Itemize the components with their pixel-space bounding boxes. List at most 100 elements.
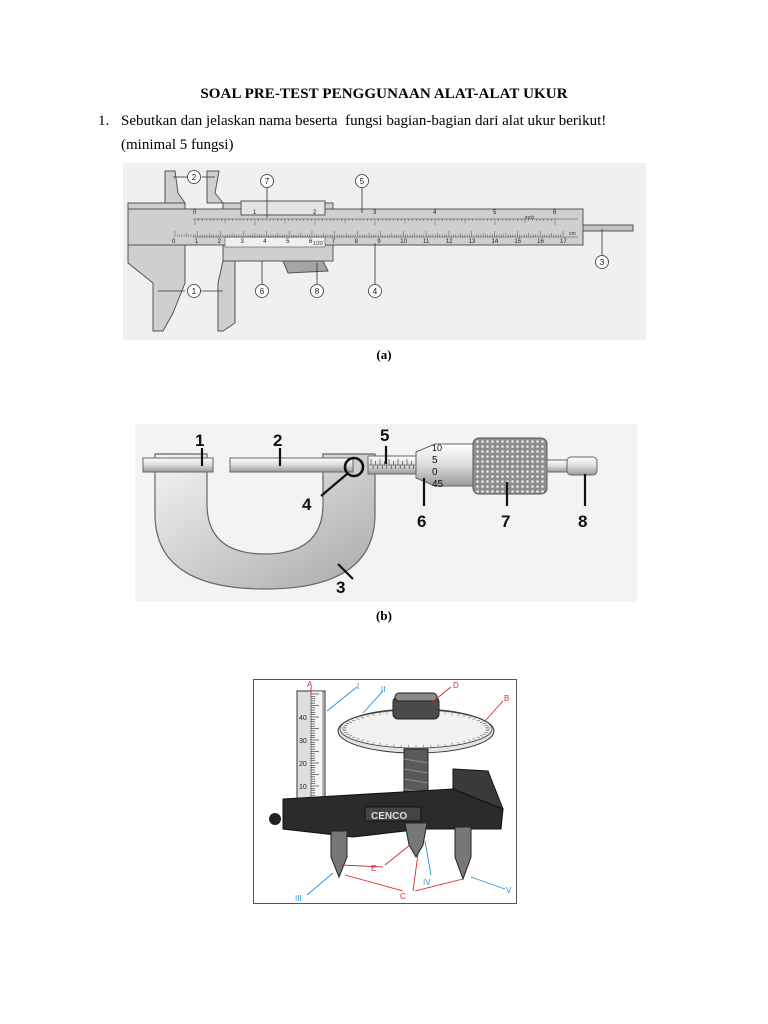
caliper-cm-number: 15 xyxy=(514,239,521,245)
caliper-ticks xyxy=(174,219,564,237)
caliper-cm-number: 10 xyxy=(400,239,407,245)
caliper-callout-4: 4 xyxy=(373,287,378,296)
spherometer-scale-number: 30 xyxy=(299,738,307,745)
caliper-inside-jaw-movable xyxy=(206,170,225,204)
spherometer-center-tip xyxy=(404,822,428,858)
caliper-callout-3: 3 xyxy=(600,258,605,267)
caliper-callout-circle xyxy=(255,284,269,298)
caliper-cm-number: 9 xyxy=(377,239,381,245)
question-subtext: (minimal 5 fungsi) xyxy=(121,137,234,153)
spherometer-scale-number: 20 xyxy=(299,761,307,768)
caliper-callout-circle xyxy=(187,284,201,298)
caliper-cm-number: 2 xyxy=(218,239,222,245)
caliper-callout-6: 6 xyxy=(260,287,265,296)
thimble-number-5: 5 xyxy=(432,455,438,466)
spherometer-label-A: A xyxy=(307,680,313,689)
micrometer-callout-2: 2 xyxy=(273,431,282,450)
spherometer-label-D: D xyxy=(453,681,459,690)
spherometer-brand: CENCO xyxy=(371,811,407,822)
caliper-inch-number: 4 xyxy=(433,210,437,216)
micrometer-callout-7: 7 xyxy=(501,512,510,531)
question-text: Sebutkan dan jelaskan nama beserta fungs… xyxy=(121,113,607,129)
caliper-cm-number: 11 xyxy=(423,239,430,245)
question-number: 1. xyxy=(98,113,110,129)
micrometer-callout-1: 1 xyxy=(195,431,204,450)
caliper-slider-lower xyxy=(222,244,334,262)
caliper-cm-number: 7 xyxy=(332,239,336,245)
caliper-callout-circle xyxy=(368,284,382,298)
caliper-cm-number: 12 xyxy=(446,239,453,245)
micrometer-ratchet-cap xyxy=(566,456,598,476)
thimble-number-45: 45 xyxy=(432,479,444,490)
caliper-cm-number: 0 xyxy=(172,239,176,245)
micrometer-ratchet-knurl xyxy=(472,437,548,495)
caliper-callout-circle xyxy=(260,174,274,188)
caliper-callout-5: 5 xyxy=(360,177,365,186)
vernier-label: 1/20 xyxy=(313,241,323,247)
caliper-cm-number: 6 xyxy=(309,239,313,245)
figure-c-spherometer: 403020100 CENCO A B C D E I xyxy=(253,679,517,904)
caliper-inch-numbers: 0 1 2 3 4 5 6 xyxy=(193,210,557,216)
figure-b-micrometer: 10 5 0 45 1 2 3 4 5 6 7 8 xyxy=(135,424,637,602)
caliper-cm-number: 17 xyxy=(560,239,567,245)
thimble-number-10: 10 xyxy=(432,443,442,453)
spherometer-label-IV: IV xyxy=(423,878,431,887)
caliper-callout-circle xyxy=(187,170,201,184)
thimble-number-0: 0 xyxy=(432,467,438,478)
caliper-outside-jaw-movable xyxy=(217,260,236,332)
caliper-callout-7: 7 xyxy=(265,177,270,186)
micrometer-ratchet-stem xyxy=(546,459,568,473)
micrometer-callout-8: 8 xyxy=(578,512,587,531)
spherometer-label-I: I xyxy=(357,682,359,691)
spherometer-label-III: III xyxy=(295,894,302,903)
caliper-lock-screw xyxy=(240,200,326,216)
caliper-thumb-grip xyxy=(282,260,329,274)
micrometer-callout-4: 4 xyxy=(302,495,312,514)
spherometer-leg-right xyxy=(454,826,472,881)
caliper-callout-circle xyxy=(595,255,609,269)
micrometer-callout-3: 3 xyxy=(336,578,345,597)
document-title: SOAL PRE-TEST PENGGUNAAN ALAT-ALAT UKUR xyxy=(200,86,568,102)
spherometer-label-B: B xyxy=(504,694,509,703)
micrometer-spindle xyxy=(229,457,354,473)
caliper-main-beam xyxy=(127,208,584,246)
caliper-cm-number: 16 xyxy=(537,239,544,245)
caliper-inside-jaw-fixed xyxy=(164,170,186,204)
unit-inch: inch xyxy=(525,215,534,221)
caliper-cm-number: 8 xyxy=(355,239,359,245)
figure-b-caption: (b) xyxy=(376,608,392,623)
caliper-cm-number: 5 xyxy=(286,239,290,245)
caliper-inch-number: 2 xyxy=(313,210,317,216)
unit-cm: cm xyxy=(569,231,576,237)
caliper-callouts xyxy=(158,176,603,292)
caliper-callout-circle xyxy=(355,174,369,188)
caliper-cm-number: 13 xyxy=(469,239,476,245)
caliper-cm-number: 4 xyxy=(263,239,267,245)
caliper-inch-number: 0 xyxy=(193,210,197,216)
micrometer-callout-6: 6 xyxy=(417,512,426,531)
caliper-depth-rod xyxy=(582,224,634,232)
micrometer-anvil xyxy=(142,457,214,473)
spherometer-scale-number: 10 xyxy=(299,784,307,791)
caliper-cm-number: 14 xyxy=(492,239,499,245)
caliper-callout-2: 2 xyxy=(192,173,197,182)
caliper-cm-number: 1 xyxy=(195,239,199,245)
caliper-callout-8: 8 xyxy=(315,287,320,296)
spherometer-label-C: C xyxy=(400,892,406,901)
caliper-inch-number: 6 xyxy=(553,210,557,216)
caliper-inch-number: 5 xyxy=(493,210,497,216)
spherometer-label-V: V xyxy=(506,886,512,895)
caliper-inch-number: 3 xyxy=(373,210,377,216)
spherometer-label-II: II xyxy=(381,685,385,694)
spherometer-scale-number: 40 xyxy=(299,715,307,722)
micrometer-callout-5: 5 xyxy=(380,426,389,445)
figure-a-caption: (a) xyxy=(376,347,392,362)
caliper-inch-number: 1 xyxy=(253,210,257,216)
micrometer-frame xyxy=(154,453,376,590)
micrometer-lock-ring xyxy=(343,456,365,478)
caliper-callout-1: 1 xyxy=(192,287,197,296)
caliper-cm-number: 3 xyxy=(240,239,244,245)
spherometer-label-E: E xyxy=(371,864,376,873)
